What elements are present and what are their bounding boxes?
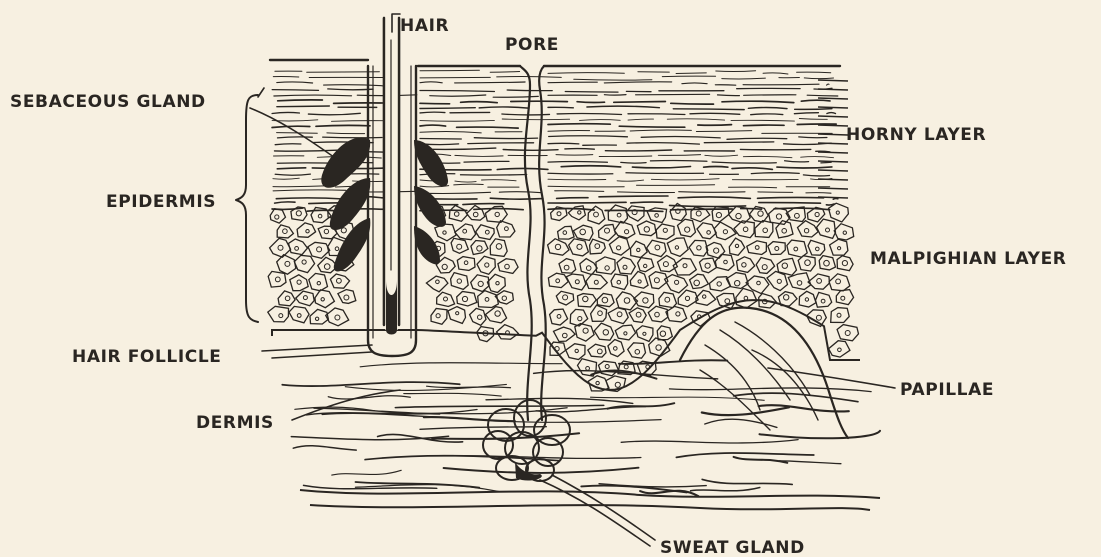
leader-hair-follicle (262, 345, 372, 358)
hair-shaft (384, 18, 399, 335)
leader-dermis (292, 390, 400, 420)
dermis-region (282, 360, 880, 510)
label-pore: PORE (505, 35, 559, 55)
epidermis-brace (236, 95, 258, 322)
leader-papillae (768, 368, 895, 388)
label-dermis: DERMIS (196, 413, 274, 433)
label-sweat-gland: SWEAT GLAND (660, 538, 805, 557)
leader-lines (250, 14, 895, 546)
label-hair-follicle: HAIR FOLLICLE (72, 347, 222, 367)
label-papillae: PAPILLAE (900, 380, 994, 400)
label-malpighian-layer: MALPIGHIAN LAYER (870, 249, 1066, 269)
label-horny-layer: HORNY LAYER (846, 125, 986, 145)
label-epidermis: EPIDERMIS (106, 192, 216, 212)
pore-opening (270, 60, 840, 66)
leader-sebaceous (250, 88, 338, 160)
label-sebaceous-gland: SEBACEOUS GLAND (10, 92, 206, 112)
papilla-shape (680, 308, 848, 438)
label-hair: HAIR (400, 16, 449, 36)
